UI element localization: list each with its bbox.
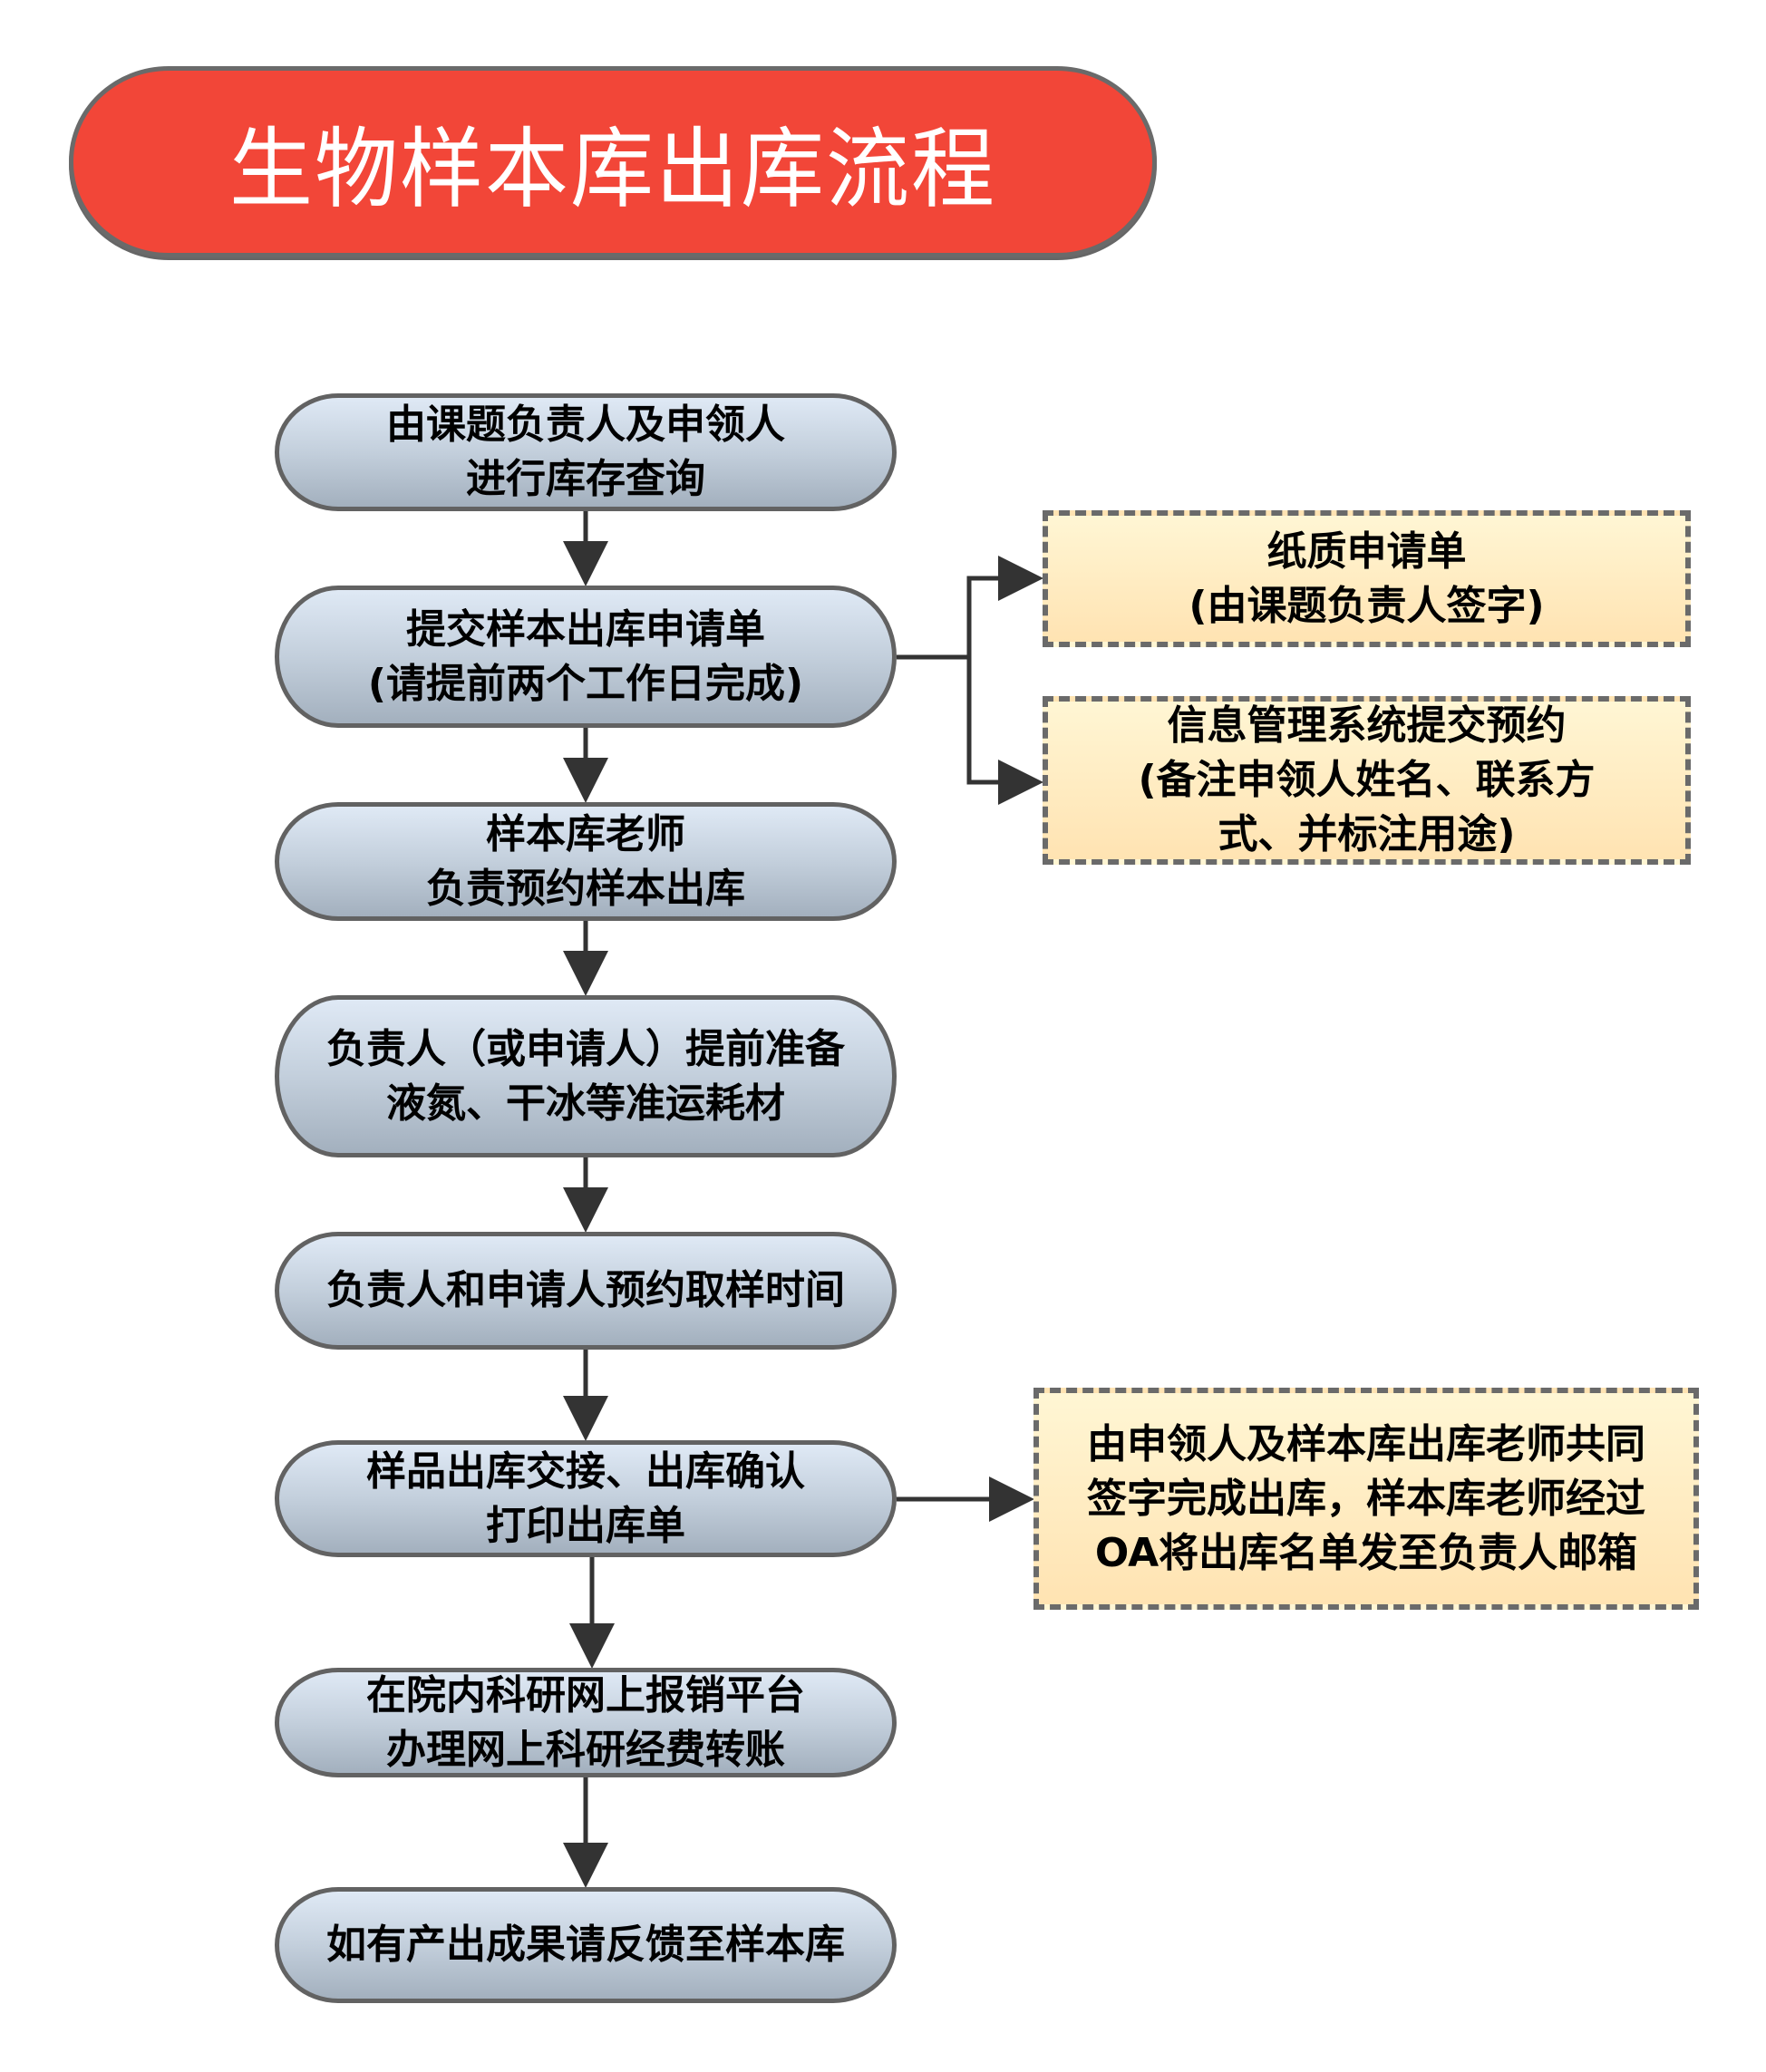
note-text: 由申领人及样本库出库老师共同 签字完成出库，样本库老师经过 OA将出库名单发至负… [1087,1420,1645,1576]
step-teacher-schedule: 样本库老师 负责预约样本出库 [275,802,897,921]
step-text: 样品出库交接、出库确认 打印出库单 [366,1447,805,1549]
arrow-s2-n2 [966,655,1043,805]
note-text: 信息管理系统提交预约 (备注申领人姓名、联系方 式、并标注用途) [1138,702,1596,857]
step-prepare-consumables: 负责人（或申请人）提前准备 液氮、干冰等准运耗材 [275,995,897,1157]
step-text: 由课题负责人及申领人 进行库存查询 [386,402,785,502]
note-paper-form: 纸质申请单 (由课题负责人签字) [1043,510,1691,647]
step-text: 负责人（或申请人）提前准备 液氮、干冰等准运耗材 [326,1025,845,1127]
step-submit-request: 提交样本出库申请单 (请提前两个工作日完成) [275,586,897,728]
step-text: 提交样本出库申请单 (请提前两个工作日完成) [367,605,804,707]
arrow-s2-n1 [966,556,1043,659]
step-inventory-query: 由课题负责人及申领人 进行库存查询 [275,393,897,511]
step-text: 样本库老师 负责预约样本出库 [426,810,745,912]
page-title: 生物样本库出库流程 [228,118,996,221]
note-system-booking: 信息管理系统提交预约 (备注申领人姓名、联系方 式、并标注用途) [1043,696,1691,865]
step-fund-transfer: 在院内科研网上报销平台 办理网上科研经费转账 [275,1668,897,1777]
step-book-pickup-time: 负责人和申请人预约取样时间 [275,1232,897,1350]
step-feedback-results: 如有产出成果请反馈至样本库 [275,1887,897,2003]
step-text: 负责人和申请人预约取样时间 [326,1267,845,1313]
note-text: 纸质申请单 (由课题负责人签字) [1189,528,1545,629]
step-handover-confirm: 样品出库交接、出库确认 打印出库单 [275,1440,897,1557]
step-text: 如有产出成果请反馈至样本库 [326,1922,845,1968]
title-banner: 生物样本库出库流程 [69,66,1157,257]
step-text: 在院内科研网上报销平台 办理网上科研经费转账 [366,1671,805,1773]
note-signoff-oa: 由申领人及样本库出库老师共同 签字完成出库，样本库老师经过 OA将出库名单发至负… [1033,1388,1699,1610]
